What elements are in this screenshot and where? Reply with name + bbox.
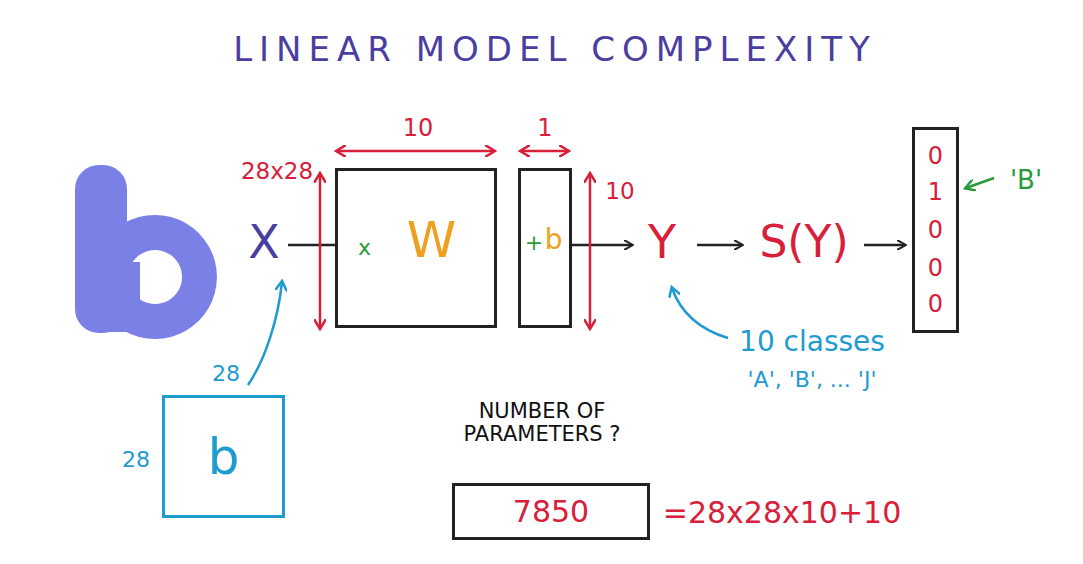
vector-entry: 0 <box>928 144 943 168</box>
matrix-symbol: W <box>407 215 456 265</box>
callout-note: 'A', 'B', ... 'J' <box>748 368 877 392</box>
answer-number: 7850 <box>513 497 589 527</box>
dimension-arrow <box>337 150 494 153</box>
flow-arrow <box>864 244 905 247</box>
flow-arrow <box>697 244 742 247</box>
dimension-label: 1 <box>537 115 552 141</box>
dimension-arrow <box>589 174 592 328</box>
vector-entry: 0 <box>928 256 943 280</box>
one-hot-vector-box: 0 1 0 0 0 <box>912 127 959 333</box>
vector-entry: 0 <box>928 218 943 242</box>
dimension-label: 10 <box>403 115 434 141</box>
input-line <box>288 244 335 247</box>
class-label: 'B' <box>1010 166 1042 195</box>
question-text: NUMBER OF PARAMETERS ? <box>427 400 657 446</box>
plus-sign: + <box>525 232 543 254</box>
dimension-label: 28 <box>212 362 240 386</box>
bias-vector-box: +b <box>518 168 572 328</box>
diagram-title: LINEAR MODEL COMPLEXITY <box>233 31 877 68</box>
softmax-symbol: S(Y) <box>759 218 848 266</box>
dimension-label: 28 <box>122 448 150 472</box>
callout-arrow <box>966 178 994 188</box>
multiply-sign: x <box>358 237 371 259</box>
dimension-label: 28x28 <box>241 159 313 184</box>
input-symbol: X <box>248 217 280 268</box>
output-symbol: Y <box>648 217 676 268</box>
vector-entry: 0 <box>928 292 943 316</box>
weight-matrix-box: xW <box>335 168 497 328</box>
bias-symbol: b <box>545 226 563 254</box>
callout-arrow <box>672 288 728 338</box>
formula-text: =28x28x10+10 <box>663 496 901 529</box>
input-image-box: b <box>162 395 285 518</box>
vector-entry: 1 <box>928 180 943 204</box>
answer-box: 7850 <box>452 483 650 540</box>
callout-note: 10 classes <box>739 327 885 358</box>
letter-illustration <box>75 165 217 339</box>
dimension-label: 10 <box>605 179 634 204</box>
input-letter: b <box>208 432 240 482</box>
flow-arrow <box>572 244 632 247</box>
callout-arrow <box>248 282 282 385</box>
dimension-arrow <box>319 174 322 328</box>
dimension-arrow <box>521 150 568 153</box>
